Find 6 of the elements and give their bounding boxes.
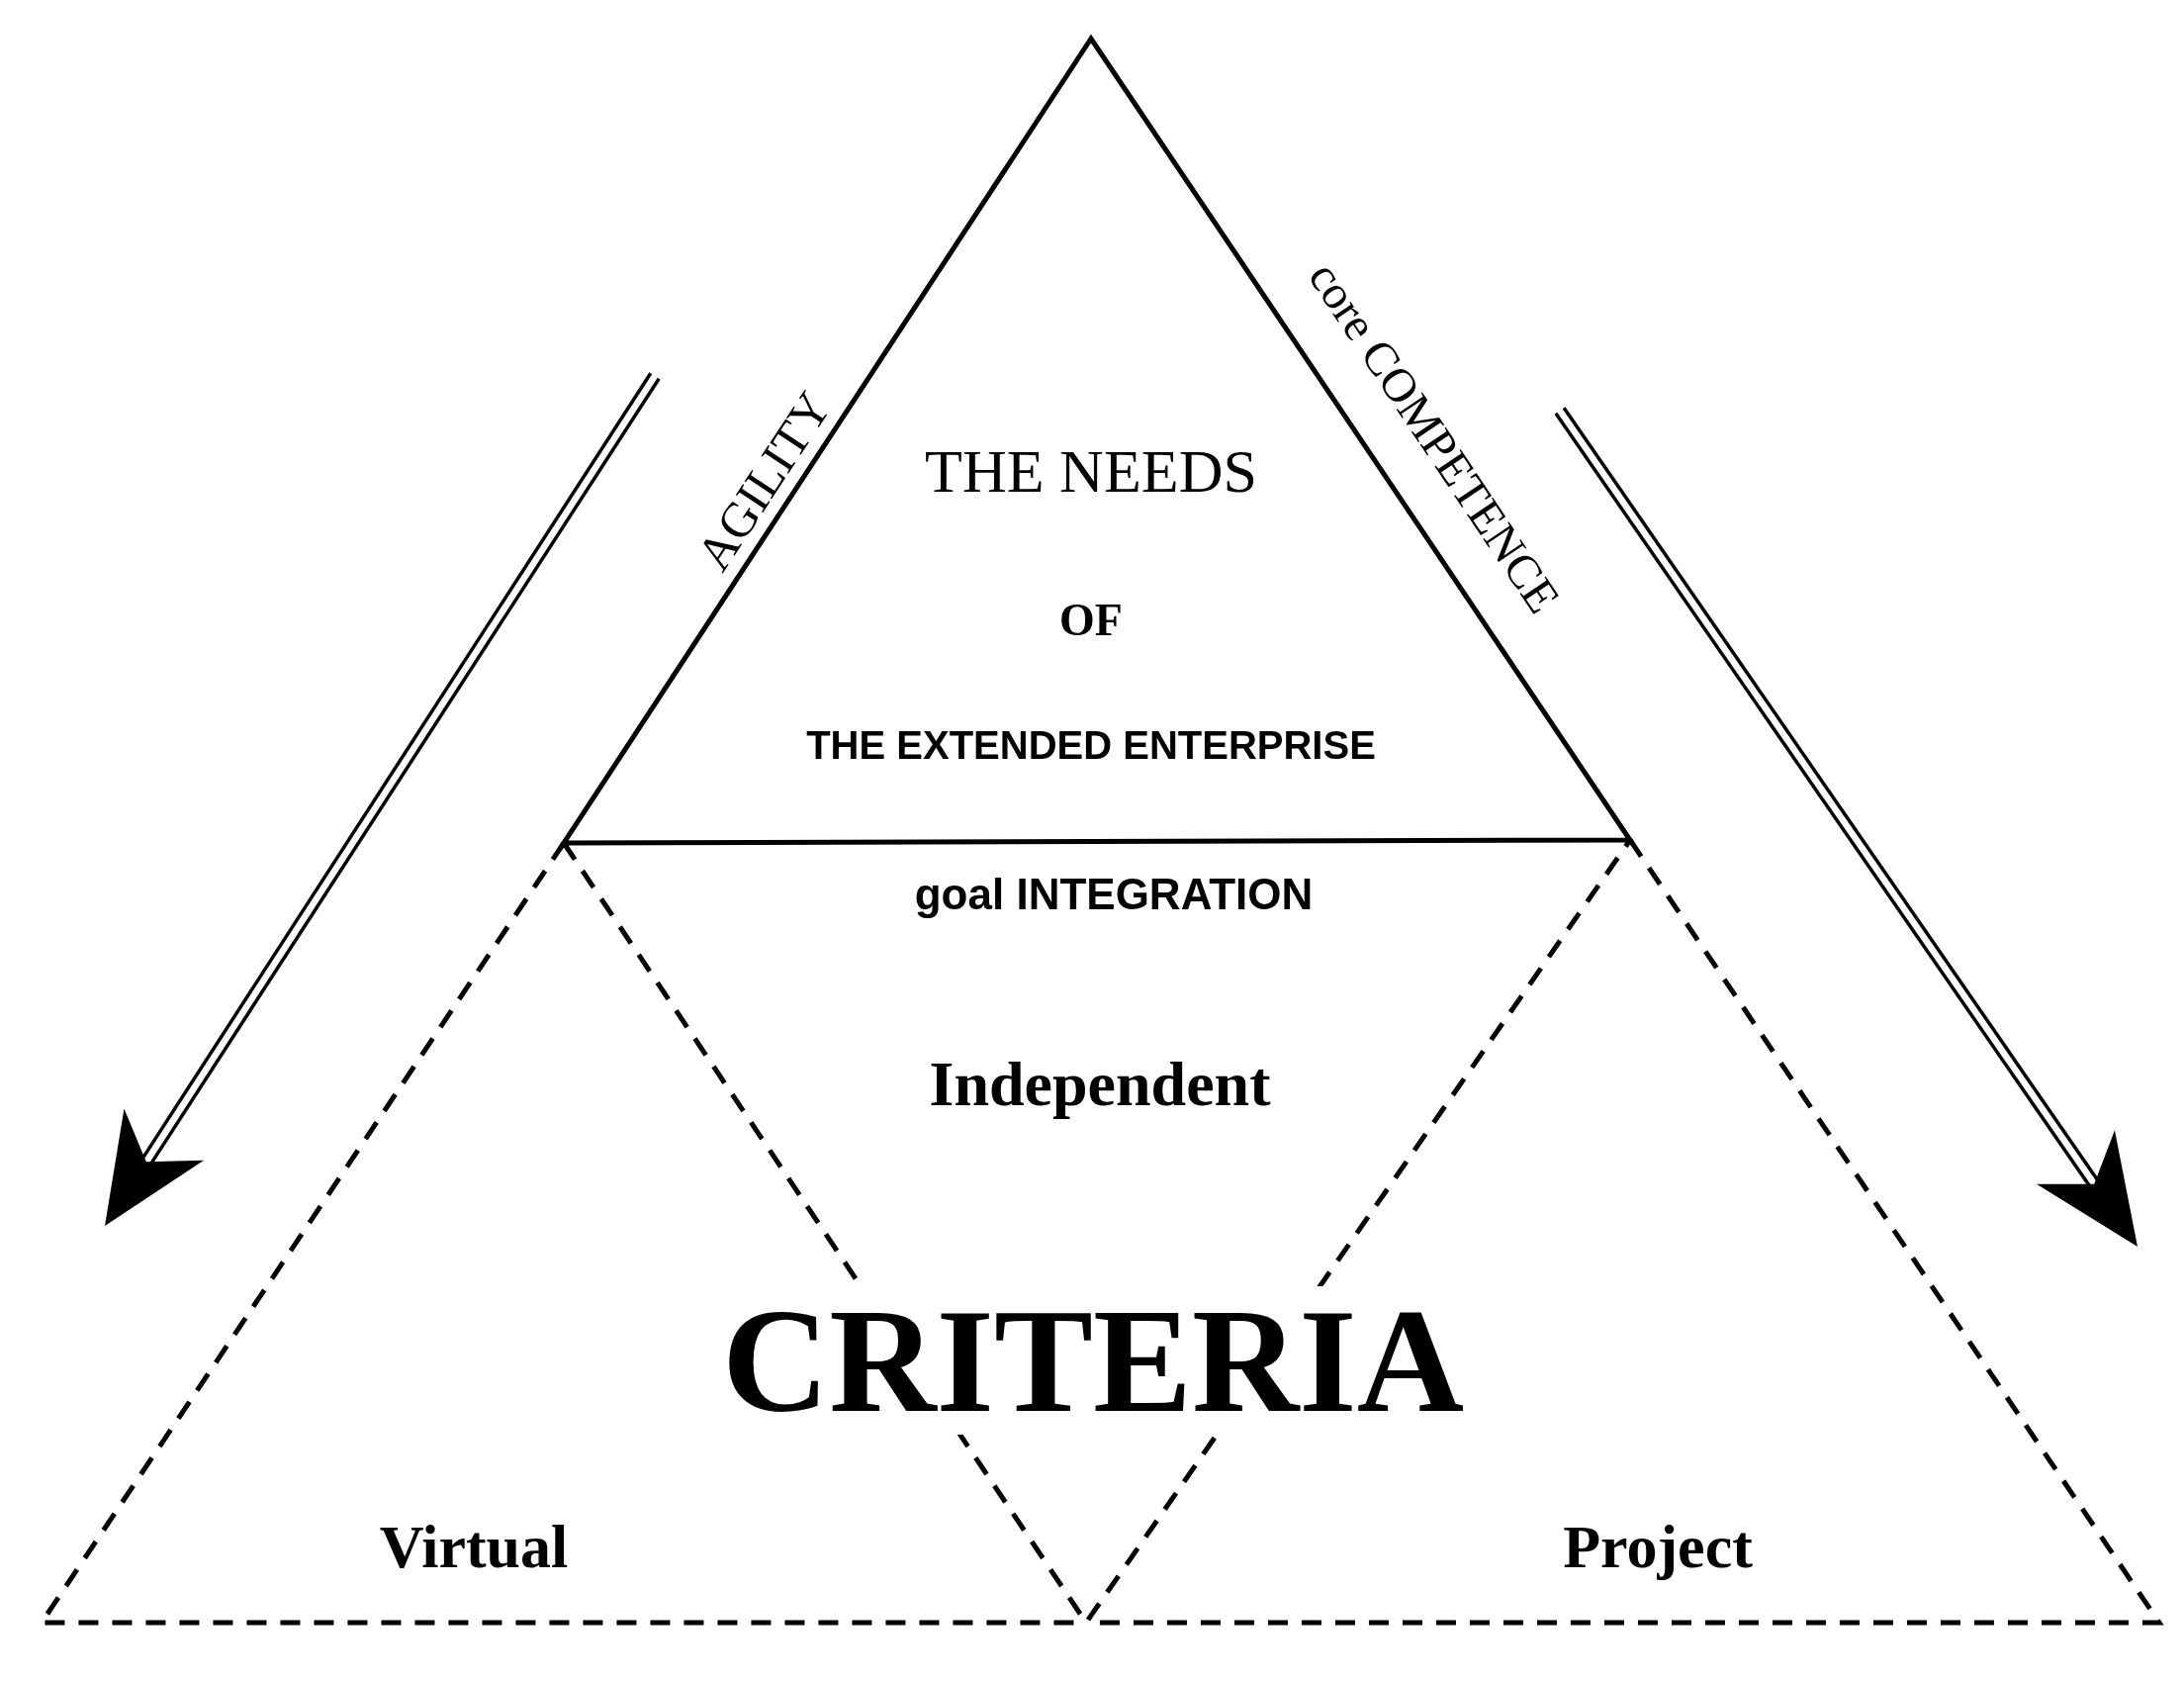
node-label: THE EXTENDED ENTERPRISE xyxy=(806,725,1376,765)
double-arrow xyxy=(105,372,661,1226)
double-arrow xyxy=(1554,407,2138,1247)
node-label: OF xyxy=(1059,598,1123,643)
node-heading: Virtual xyxy=(379,1516,569,1577)
node-heading: THE NEEDS xyxy=(925,440,1257,502)
